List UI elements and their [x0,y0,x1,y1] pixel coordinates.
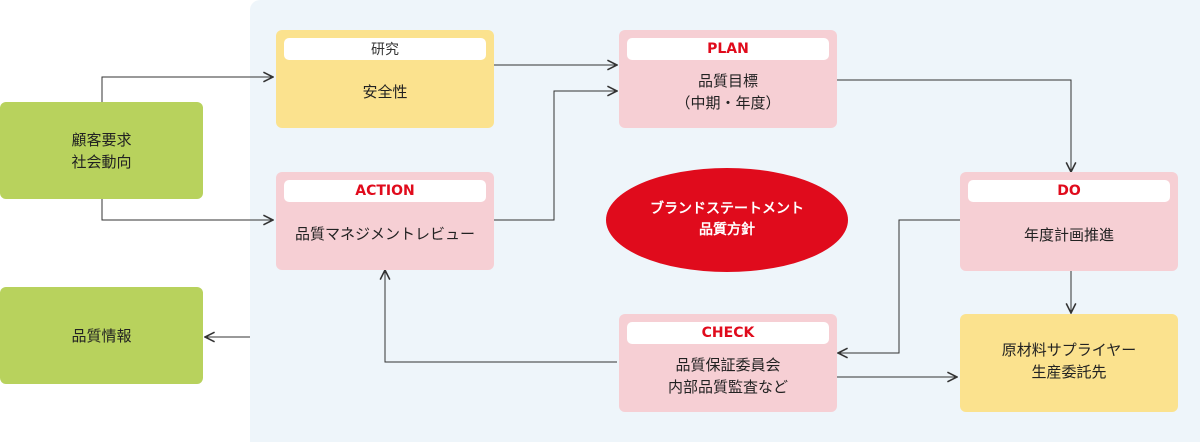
research-box: 研究 安全性 [276,30,494,128]
plan-tag: PLAN [627,38,829,60]
check-line-2: 内部品質監査など [667,378,788,396]
supplier-line-2: 生産委託先 [1031,363,1107,381]
do-tag: DO [968,180,1170,202]
center-line-2: 品質方針 [699,222,755,238]
supplier-box: 原材料サプライヤー 生産委託先 [960,314,1178,412]
arrow-customer-to-research [101,77,273,102]
check-box: CHECK 品質保証委員会 内部品質監査など [619,314,837,412]
check-line-1: 品質保証委員会 [675,356,781,374]
arrow-check-to-action [385,270,617,363]
plan-line-2: （中期・年度） [675,94,781,112]
info-line-1: 品質情報 [71,326,132,345]
customer-line-1: 顧客要求 [71,130,132,149]
plan-box: PLAN 品質目標 （中期・年度） [619,30,837,128]
arrow-customer-to-action [101,199,273,220]
do-line-1: 年度計画推進 [1023,225,1114,244]
arrow-plan-to-do [837,79,1071,172]
supplier-line-1: 原材料サプライヤー [1001,341,1137,359]
customer-box: 顧客要求 社会動向 [0,102,203,199]
action-tag: ACTION [284,180,486,202]
research-line-1: 安全性 [362,83,408,101]
check-tag: CHECK [627,322,829,344]
research-tag: 研究 [284,38,486,60]
arrow-action-to-plan [494,91,617,221]
info-box: 品質情報 [0,287,203,384]
plan-line-1: 品質目標 [697,72,758,90]
action-line-1: 品質マネジメントレビュー [294,225,475,243]
center-line-1: ブランドステートメント [650,201,804,217]
customer-line-2: 社会動向 [71,152,132,171]
do-box: DO 年度計画推進 [960,172,1178,271]
action-box: ACTION 品質マネジメントレビュー [276,172,494,270]
brand-statement-ellipse: ブランドステートメント 品質方針 [606,168,848,272]
arrow-do-to-check [838,219,960,353]
